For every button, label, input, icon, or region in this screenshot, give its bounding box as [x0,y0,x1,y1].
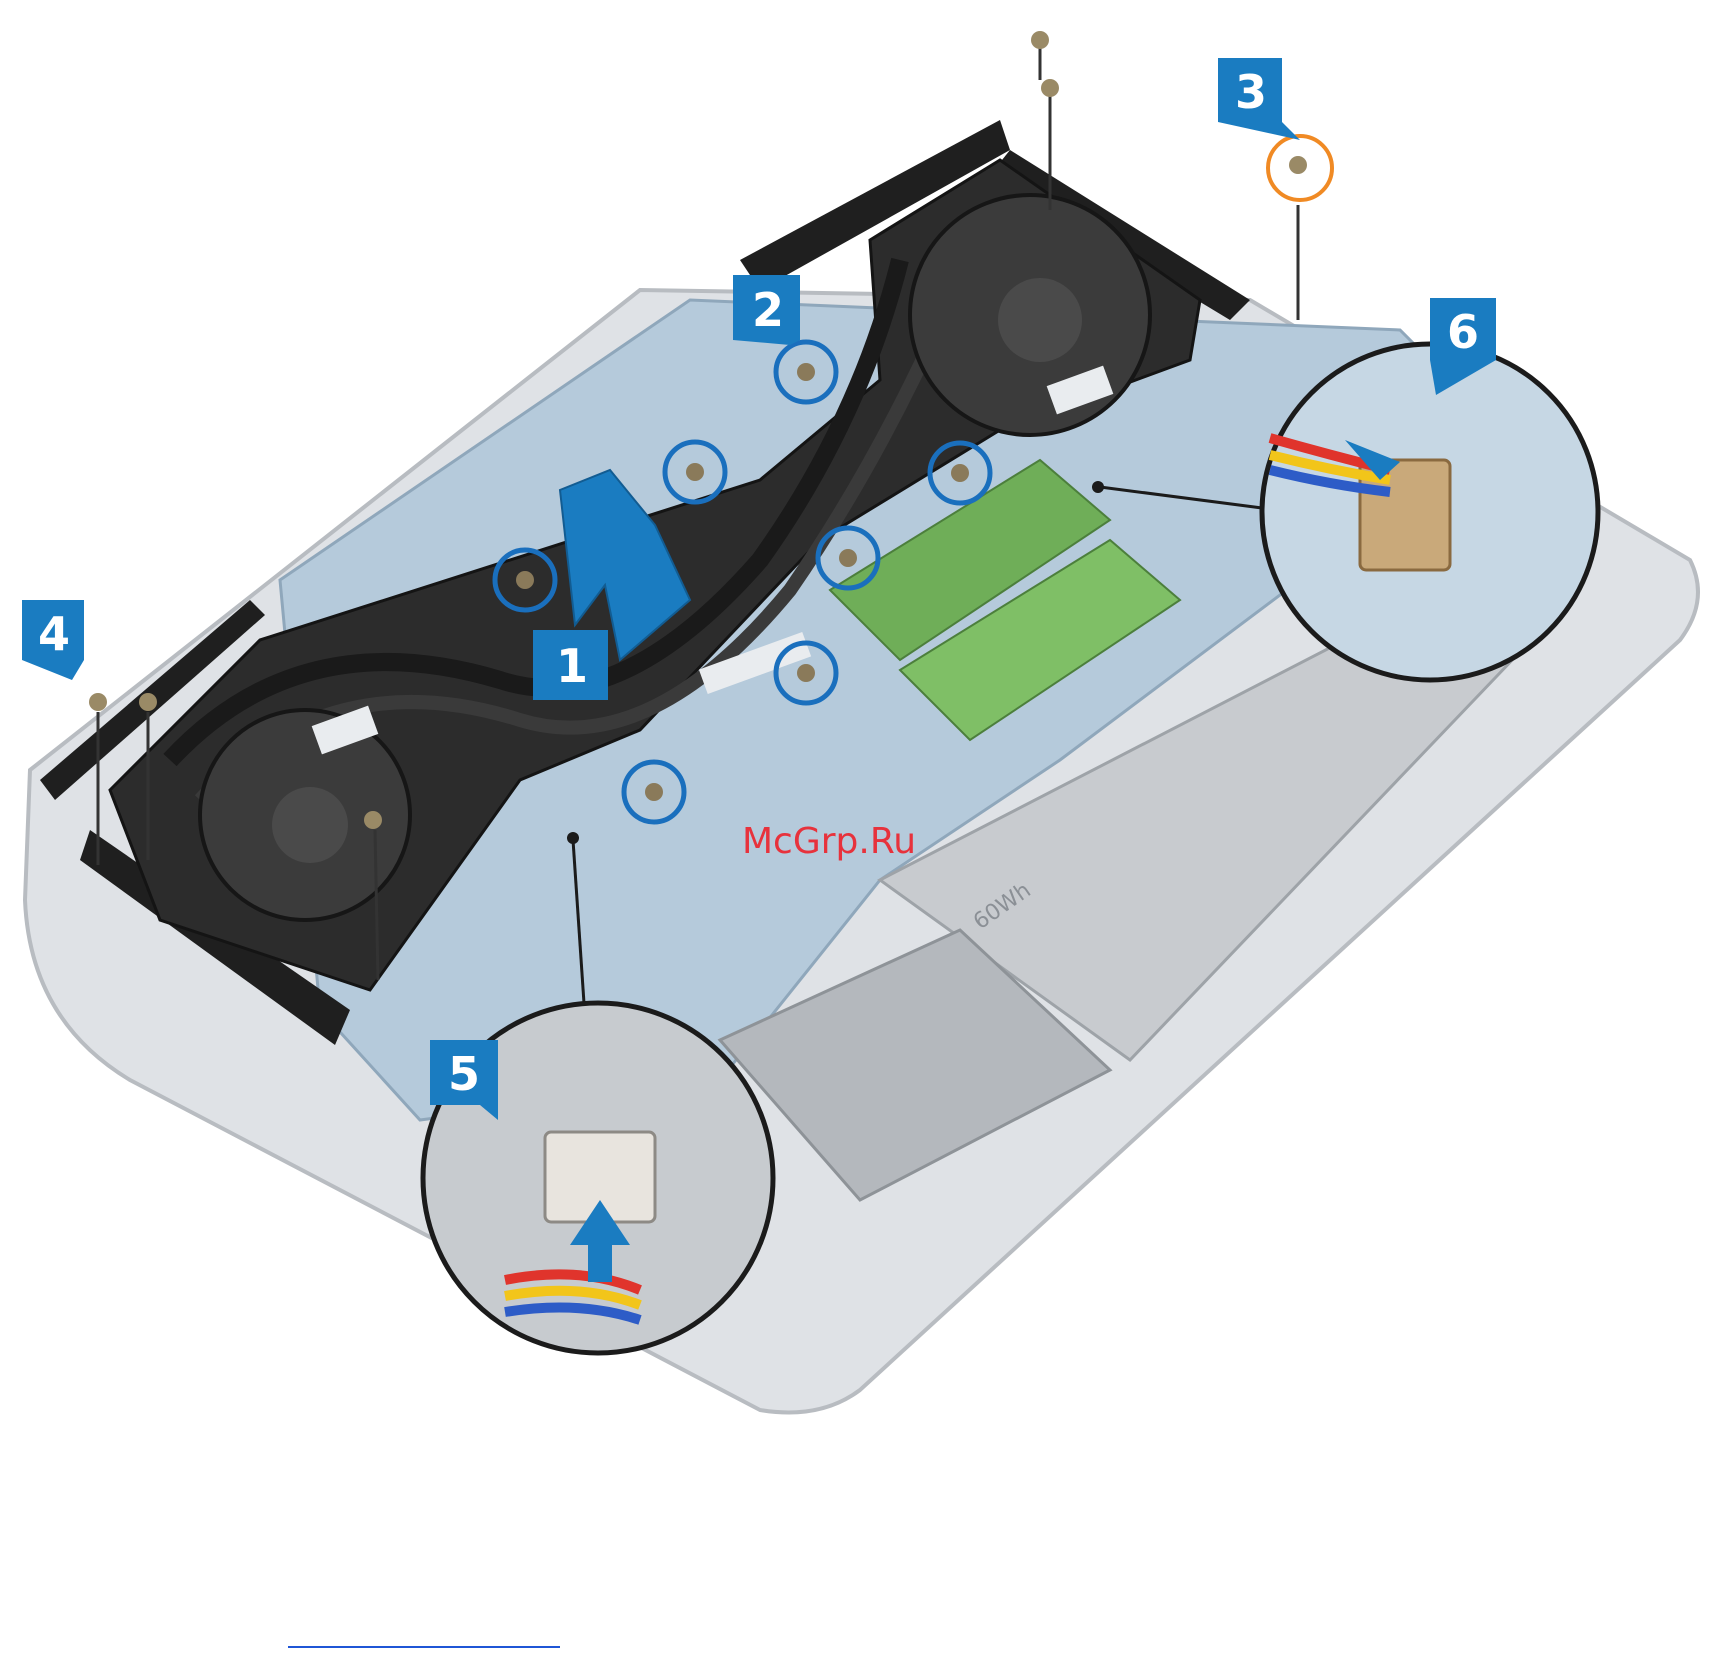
leader-dot-6 [1092,481,1104,493]
watermark-text: McGrp.Ru [742,821,916,862]
footer-link-underline[interactable] [288,1646,560,1648]
leader-dot-5 [567,832,579,844]
callout-badge-4: 4 [22,600,84,680]
callout-number-1: 1 [556,639,588,693]
callout-number-2: 2 [752,283,784,337]
screw-callout-3 [1268,136,1332,320]
callout-badge-2: 2 [733,275,800,345]
right-fan-hub [998,278,1082,362]
callout-badge-3: 3 [1218,58,1300,140]
screw-top-1 [1031,31,1049,80]
callout-number-6: 6 [1447,305,1479,359]
left-fan-hub [272,787,348,863]
callout-number-3: 3 [1235,65,1267,119]
callout-badge-1: 1 [533,630,608,700]
callout-number-4: 4 [38,607,70,661]
zoom-inset-6 [1262,344,1598,680]
callout-number-5: 5 [448,1047,480,1101]
